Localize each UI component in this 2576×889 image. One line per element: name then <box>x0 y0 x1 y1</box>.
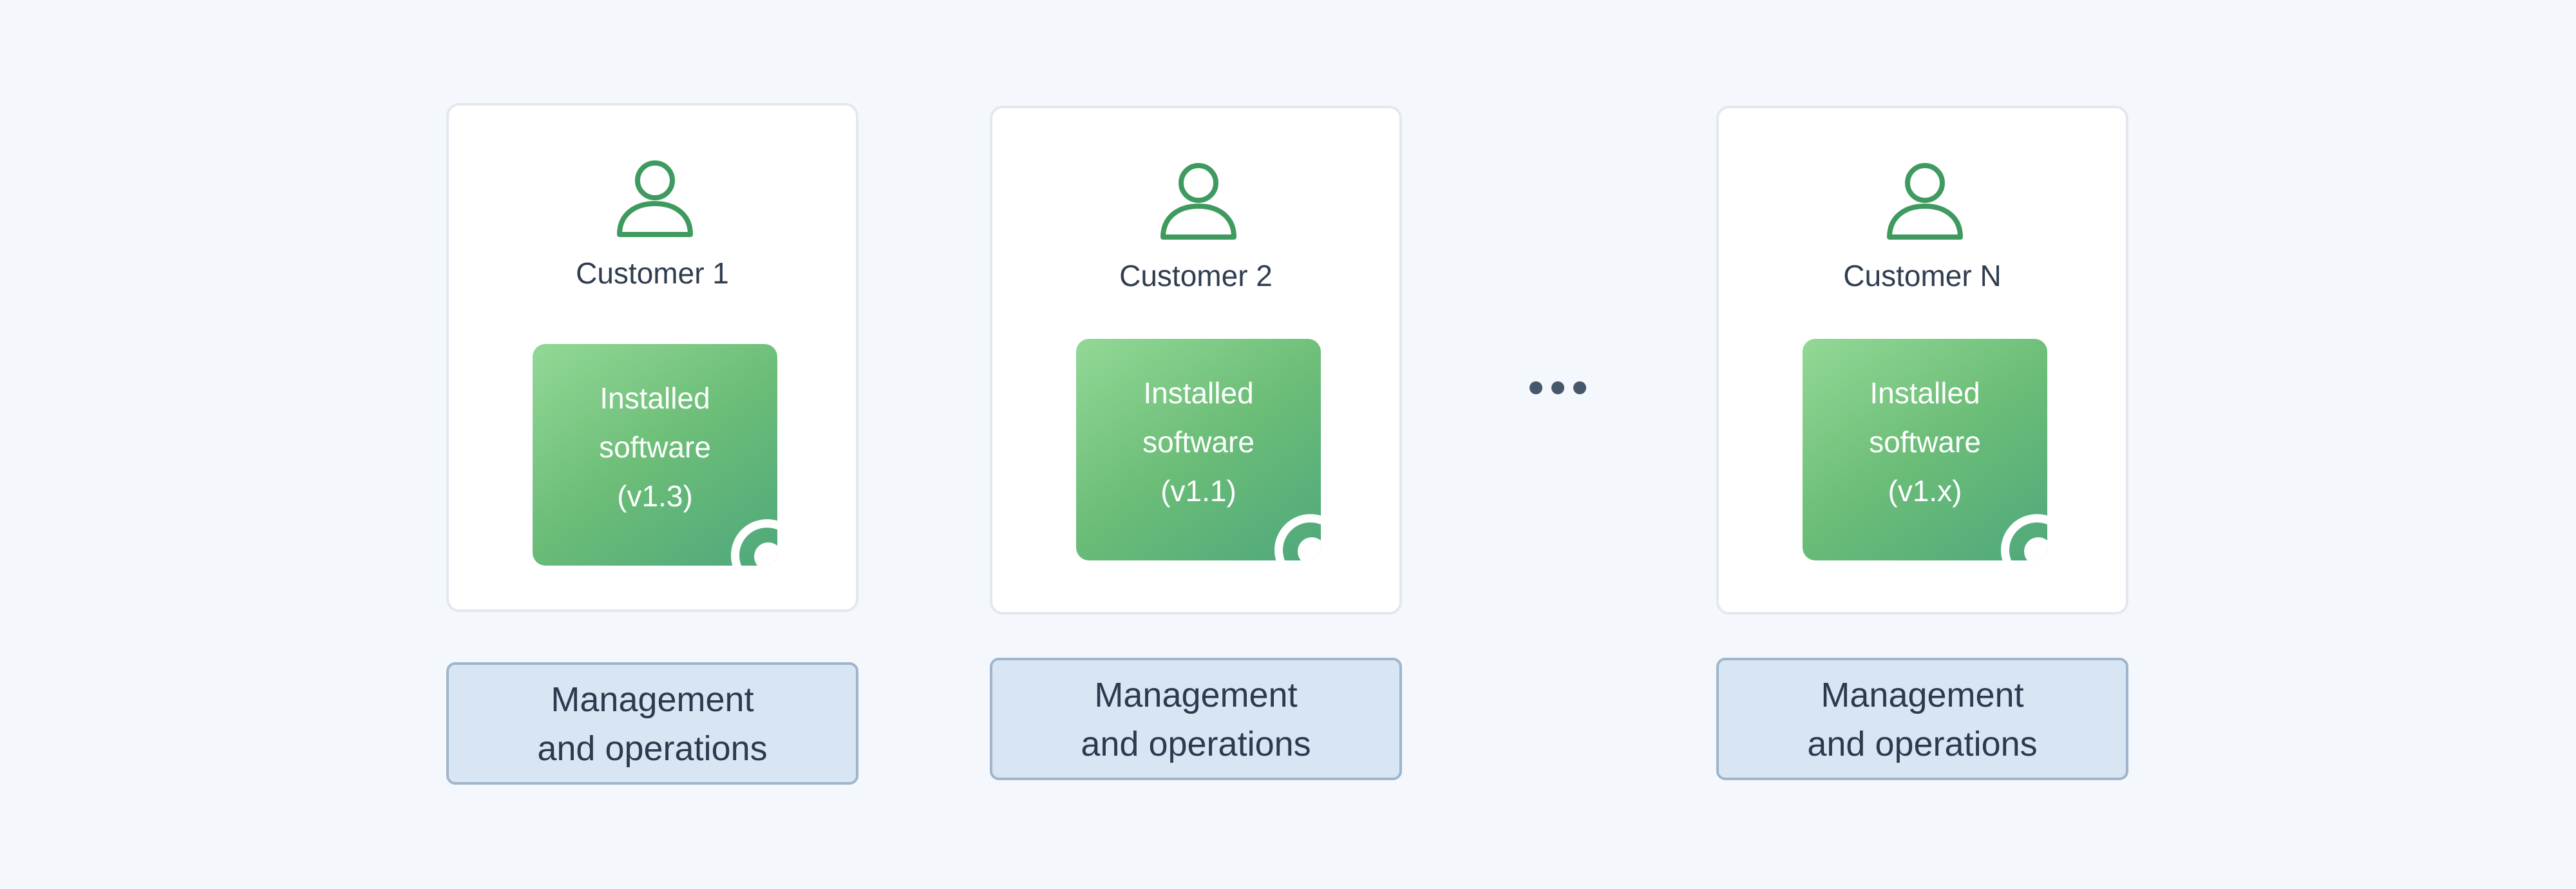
software-label: Installed software (v1.x) <box>1803 368 2047 515</box>
management-operations-box: Management and operations <box>1716 658 2128 780</box>
customer-card: Customer 1 Installed software (v1.3) <box>446 103 858 612</box>
user-icon <box>1887 163 1963 240</box>
customer-card: Customer N Installed software (v1.x) <box>1716 106 2128 615</box>
ring-badge-dot <box>2024 537 2047 560</box>
management-operations-box: Management and operations <box>990 658 1402 780</box>
software-label: Installed software (v1.1) <box>1076 368 1321 515</box>
management-operations-box: Management and operations <box>446 662 858 785</box>
installed-software-box: Installed software (v1.3) <box>533 344 777 566</box>
software-version: (v1.3) <box>617 479 693 513</box>
software-version: (v1.x) <box>1888 474 1962 508</box>
installed-software-box: Installed software (v1.1) <box>1076 339 1321 560</box>
ellipsis-icon <box>1530 381 1587 397</box>
customer-card: Customer 2 Installed software (v1.1) <box>990 106 1402 615</box>
installed-software-box: Installed software (v1.x) <box>1803 339 2047 560</box>
user-icon <box>1160 163 1236 240</box>
user-icon <box>617 160 693 237</box>
customer-name: Customer 1 <box>576 256 729 290</box>
software-version: (v1.1) <box>1160 474 1236 508</box>
customer-name: Customer 2 <box>1119 259 1273 292</box>
software-label: Installed software (v1.3) <box>533 374 777 521</box>
customer-name: Customer N <box>1843 259 2002 292</box>
ring-badge-dot <box>754 542 777 566</box>
ring-badge-dot <box>1298 537 1321 560</box>
